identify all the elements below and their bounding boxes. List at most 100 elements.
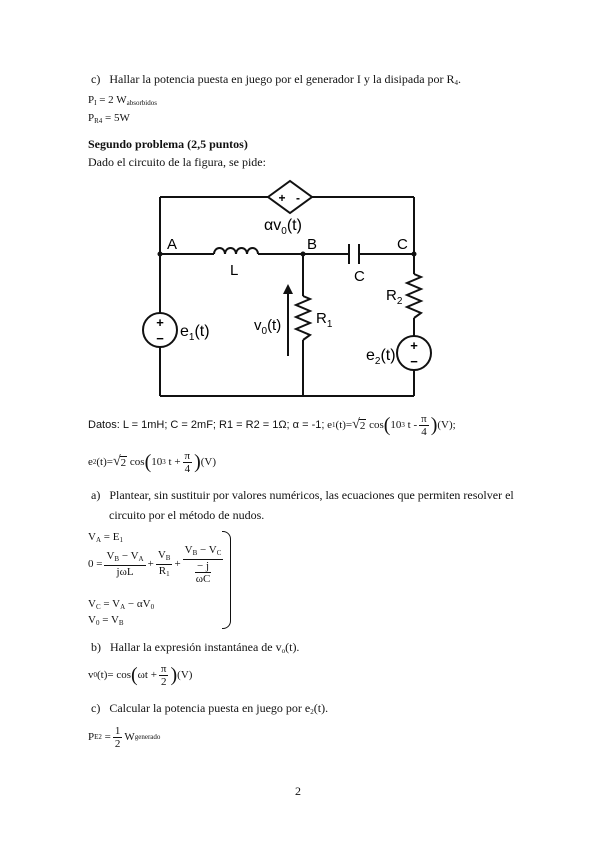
v0-label: v0(t): [254, 317, 281, 337]
part-text: Calcular la potencia puesta en juego por…: [109, 701, 311, 715]
exponent: 3: [401, 421, 405, 429]
part-text-end: .: [458, 72, 462, 86]
node-eq-3: VC = VA − αV0: [88, 598, 155, 611]
semicolon: ;: [452, 419, 456, 431]
node-c-label: C: [397, 236, 408, 253]
subscript: 4: [454, 79, 459, 87]
fraction-jwl: VB − VA jωL: [104, 550, 146, 578]
paren-open: (: [144, 451, 152, 473]
subscript: 1: [332, 421, 336, 429]
value: = 5W: [105, 112, 130, 124]
circuit-diagram: + - αv0(t) L C A B C R1 R2 v0(t) + − e1(…: [142, 179, 432, 397]
problem-title: Segundo problema (2,5 puntos): [88, 137, 248, 151]
subscript: 2: [92, 458, 97, 466]
e2-eq: (t)=: [96, 456, 113, 468]
inductor-symbol: [213, 247, 259, 255]
node-eq-1: VA = E1: [88, 531, 123, 544]
part-c-bottom-line: c) Calcular la potencia puesta en juego …: [91, 701, 329, 716]
t-plus: t +: [168, 456, 181, 468]
ten: 10: [151, 456, 163, 468]
paren-open: (: [131, 664, 138, 686]
subscript: I: [94, 99, 97, 107]
e1-label: e1(t): [180, 323, 210, 343]
sqrt-arg: 2: [358, 418, 367, 432]
dep-plus-sign: +: [278, 191, 285, 205]
e1-symbol: e: [327, 419, 333, 431]
t-minus: t -: [407, 419, 418, 431]
resistor-r2-symbol: [404, 273, 424, 319]
ten: 10: [390, 419, 402, 431]
part-label: a): [91, 488, 101, 502]
value: = 2 W: [99, 94, 127, 106]
part-a-line1: a) Plantear, sin sustituir por valores n…: [91, 488, 514, 503]
node-c-dot: [411, 251, 417, 257]
e2-symbol: e: [88, 456, 93, 468]
paren-open: (: [383, 414, 391, 436]
v0-arrow: [283, 284, 293, 356]
resistor-r2-label: R2: [386, 287, 403, 307]
part-text: Hallar la expresión instantánea de v: [110, 640, 282, 654]
resistor-r1-symbol: [293, 295, 313, 341]
node-a-label: A: [167, 236, 177, 253]
part-label: c): [91, 72, 101, 86]
fraction-capacitor: VB − VC − j ωC: [182, 543, 224, 585]
data-line: Datos: L = 1mH; C = 2mF; R1 = R2 = 1Ω; α…: [88, 410, 456, 440]
dep-minus-sign: -: [296, 191, 300, 205]
source-e2: + −: [396, 335, 432, 371]
node-eq-2: 0 = VB − VA jωL + VB R1 + VB − VC − j ωC: [88, 543, 224, 585]
source-e1: + −: [142, 312, 178, 348]
capacitor-symbol: [348, 244, 360, 264]
page-number: 2: [295, 784, 301, 798]
part-label: c): [91, 701, 101, 715]
dependent-source-diamond: + -: [266, 179, 314, 215]
subscript: absorbidos: [126, 99, 157, 107]
problem-intro: Dado el circuito de la figura, se pide:: [88, 155, 266, 169]
part-text: Plantear, sin sustituir por valores numé…: [109, 488, 514, 502]
node-b-dot: [300, 251, 306, 257]
node-a-dot: [157, 251, 163, 257]
paren-close: ): [170, 664, 178, 686]
capacitor-label: C: [354, 268, 365, 285]
exponent: 3: [162, 458, 166, 466]
e2-label: e2(t): [366, 347, 396, 367]
e1-eq: (t)=: [335, 419, 353, 431]
sqrt-sign: √: [352, 417, 360, 432]
e2-plus: +: [410, 338, 418, 353]
e1-plus: +: [156, 315, 164, 330]
part-text: Hallar la potencia puesta en juego por e…: [109, 72, 455, 86]
resistor-r1-label: R1: [316, 310, 333, 330]
inductor-label: L: [230, 262, 238, 279]
dep-source-label: αv0(t): [264, 217, 302, 237]
data-prefix: Datos: L = 1mH; C = 2mF; R1 = R2 = 1Ω; α…: [88, 419, 325, 431]
part-b-line: b) Hallar la expresión instantánea de vo…: [91, 640, 300, 655]
equation-brace: [222, 531, 231, 629]
node-b-label: B: [307, 236, 317, 253]
part-a-line2: circuito por el método de nudos.: [109, 508, 265, 522]
e2-minus: −: [410, 354, 418, 369]
part-c-top-line: c) Hallar la potencia puesta en juego po…: [91, 72, 461, 87]
power-pr4-equation: PR4 = 5W: [88, 112, 130, 125]
paren-close: ): [430, 414, 438, 436]
node-eq-4: V0 = VB: [88, 614, 124, 627]
sqrt-sign: √: [112, 454, 121, 469]
power-pi-equation: PI = 2 Wabsorbidos: [88, 94, 157, 107]
e1-minus: −: [156, 331, 164, 346]
unit: (V): [437, 419, 453, 431]
symbol: P: [88, 112, 95, 124]
subscript: R4: [94, 117, 103, 125]
sqrt-arg: 2: [119, 455, 128, 469]
symbol: P: [88, 94, 95, 106]
cos-fn: cos: [369, 419, 384, 431]
cos-fn: cos: [129, 456, 145, 468]
unit: (V): [200, 456, 217, 468]
paren-close: ): [194, 451, 201, 473]
part-label: b): [91, 640, 101, 654]
fraction-r1: VB R1: [155, 548, 173, 578]
